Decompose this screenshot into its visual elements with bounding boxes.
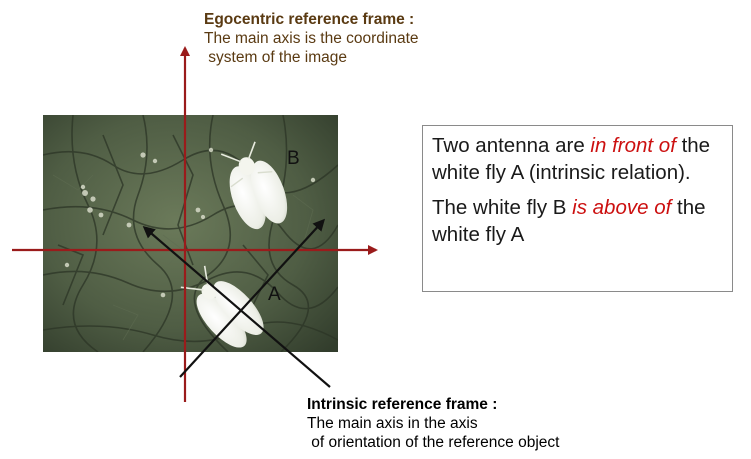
fly-a-label: A: [268, 284, 281, 305]
egocentric-caption: Egocentric reference frame : The main ax…: [204, 10, 419, 67]
relation-intrinsic-paragraph: Two antenna are in front of the white fl…: [432, 132, 724, 186]
relation-1-text-a: Two antenna are: [432, 134, 591, 157]
relation-2-text-a: The white fly B: [432, 196, 573, 219]
intrinsic-caption: Intrinsic reference frame : The main axi…: [307, 395, 559, 452]
intrinsic-axis-1: [142, 226, 331, 388]
relations-text-box: Two antenna are in front of the white fl…: [422, 125, 733, 292]
whitefly-b: [220, 141, 288, 230]
relation-2-text-b: the white fly A: [432, 196, 706, 246]
egocentric-line-2: system of the image: [204, 49, 348, 66]
relation-1-highlight: in front of: [590, 134, 676, 157]
fly-b-label: B: [287, 148, 300, 169]
intrinsic-title: Intrinsic reference frame :: [307, 396, 498, 413]
intrinsic-axis-2: [179, 218, 326, 378]
relation-2-highlight: is above of: [572, 196, 672, 219]
relation-egocentric-paragraph: The white fly B is above of the white fl…: [432, 194, 724, 248]
relation-1-text-b: the white fly A (intrinsic relation).: [432, 134, 711, 184]
egocentric-title: Egocentric reference frame :: [204, 11, 415, 28]
intrinsic-line-1: The main axis in the axis: [307, 415, 478, 432]
leaf-image: [43, 115, 338, 352]
intrinsic-line-2: of orientation of the reference object: [307, 434, 560, 451]
egocentric-line-1: The main axis is the coordinate: [204, 30, 419, 47]
whitefly-leaf-photo: [43, 115, 338, 352]
